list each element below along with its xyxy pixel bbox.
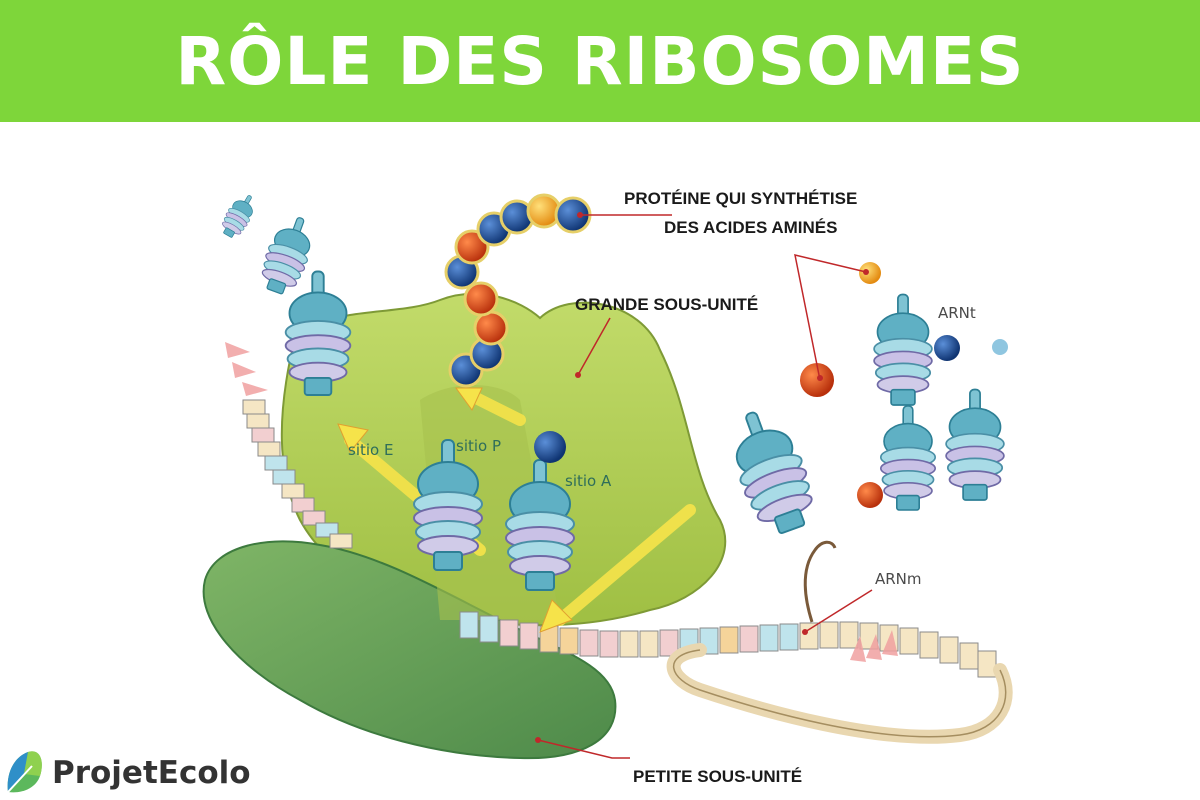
amino-acid-free-3 xyxy=(857,482,883,508)
leader-lines xyxy=(537,214,873,759)
site-a-label: sitio A xyxy=(565,472,612,490)
amino-acid-chain xyxy=(444,193,592,388)
site-p-label: sitio P xyxy=(456,437,501,455)
amino-acid-free-1 xyxy=(859,262,881,284)
arrow-heads xyxy=(337,387,573,633)
brand-logo[interactable]: ProjetEcolo xyxy=(4,746,251,800)
small-subunit-label: PETITE SOUS-UNITÉ xyxy=(633,767,802,786)
site-e-label: sitio E xyxy=(348,441,393,459)
leader-dots xyxy=(535,212,869,743)
amino-acid-incoming xyxy=(800,363,834,397)
amino-acid-free-2 xyxy=(934,335,960,361)
free-trna-3 xyxy=(945,388,1005,501)
page-title: RÔLE DES RIBOSOMES xyxy=(175,22,1025,100)
mrna-strand-right xyxy=(459,611,997,678)
mrna-tail xyxy=(803,540,837,623)
trna-exiting xyxy=(254,210,321,299)
direction-markers-left xyxy=(225,342,268,396)
mrna-strand-left xyxy=(242,399,353,549)
protein-label-line1: PROTÉINE QUI SYNTHÉTISE xyxy=(624,189,857,208)
trna-upper-left xyxy=(284,270,352,396)
trna-exiting-small xyxy=(216,189,261,242)
brand-name: ProjetEcolo xyxy=(52,755,251,791)
amino-acid-site-a xyxy=(534,431,566,463)
large-subunit-label: GRANDE SOUS-UNITÉ xyxy=(575,295,758,314)
free-trna-2 xyxy=(879,405,937,511)
mrna-label: ARNm xyxy=(875,570,922,588)
leaf-icon xyxy=(7,751,42,793)
direction-markers-right xyxy=(850,630,898,662)
trna-entering xyxy=(718,401,824,542)
protein-label-line2: DES ACIDES AMINÉS xyxy=(664,218,838,237)
trna-label: ARNt xyxy=(938,304,976,322)
title-banner: RÔLE DES RIBOSOMES xyxy=(0,0,1200,122)
amino-acid-free-4 xyxy=(992,339,1008,355)
free-trna-1 xyxy=(873,293,933,406)
